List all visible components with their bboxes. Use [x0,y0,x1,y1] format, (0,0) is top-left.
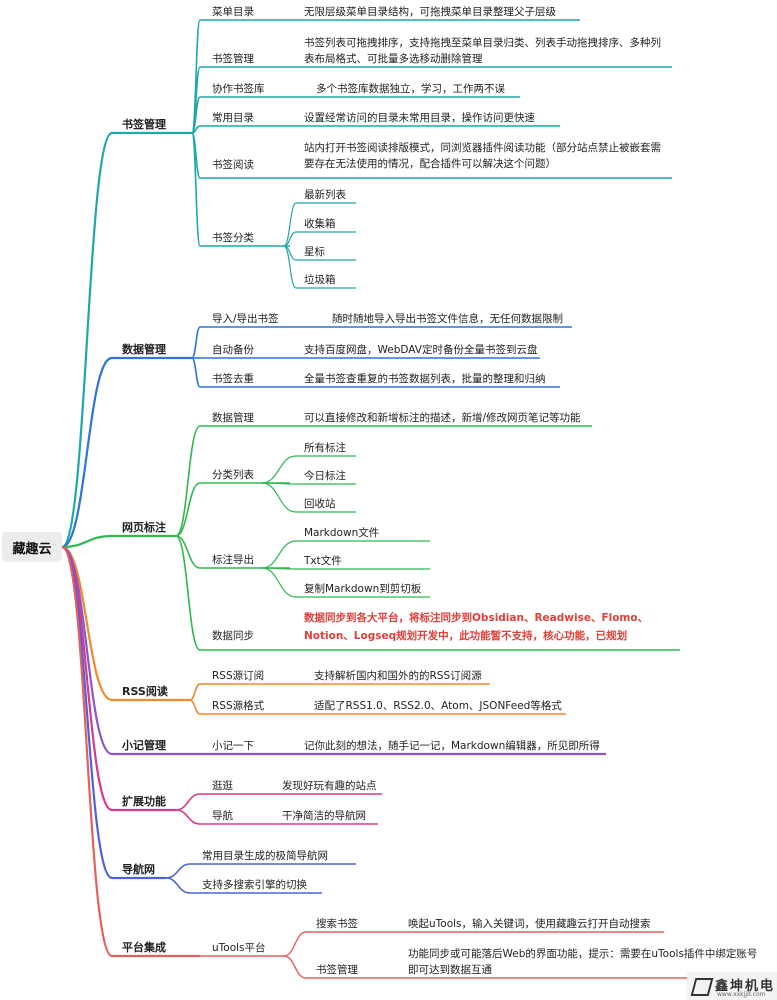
desc-browse: 发现好玩有趣的站点 [282,780,377,792]
root-node[interactable]: 藏趣云 [2,532,62,562]
section-data-management[interactable]: 数据管理 [122,343,166,356]
connector-41 [261,482,297,513]
node-auto-backup[interactable]: 自动备份 [212,344,254,356]
node-collab-library[interactable]: 协作书签库 [212,83,265,95]
node-navigation[interactable]: 导航 [212,810,233,822]
node-annotation-export[interactable]: 标注导出 [212,554,254,566]
node-utools-platform[interactable]: uTools平台 [212,942,266,954]
node-utools-search[interactable]: 搜索书签 [316,918,358,930]
desc-utools-bookmarks-line2: 即可达到数据互通 [408,964,492,976]
connector-13 [283,202,297,247]
connector-root-nav [61,545,113,880]
section-nav-site[interactable]: 导航网 [122,863,155,876]
connector-31 [175,482,201,537]
connector-root-extensions [61,545,113,812]
leaf-copy-markdown[interactable]: 复制Markdown到剪切板 [304,583,422,595]
desc-common-directory: 设置经常访问的目录未常用目录，操作访问更快速 [304,112,535,124]
node-nav-generated[interactable]: 常用目录生成的极简导航网 [202,850,328,862]
watermark: 鑫坤机电 www.xxkjjd.com [687,972,777,1000]
desc-menu-directory: 无限层级菜单目录结构，可拖拽菜单目录整理父子层级 [304,6,556,18]
desc-utools-bookmarks-line1: 功能同步或可能落后Web的界面功能，提示：需要在uTools插件中绑定账号 [408,948,758,960]
section-web-annotation[interactable]: 网页标注 [122,521,166,534]
node-annotation-data[interactable]: 数据管理 [212,412,254,424]
connector-63 [165,877,191,894]
desc-import-export: 随时随地导入导出书签文件信息，无任何数据限制 [332,313,563,325]
connector-19 [283,245,297,289]
node-common-directory[interactable]: 常用目录 [212,112,254,124]
node-import-export[interactable]: 导入/导出书签 [212,313,279,325]
node-utools-bookmarks[interactable]: 书签管理 [316,964,358,976]
connector-43 [261,540,297,569]
connector-67 [283,931,307,957]
desc-quick-note: 记你此刻的想法，随手记一记，Markdown编辑器，所见即所得 [304,740,600,752]
node-quick-note[interactable]: 小记一下 [212,740,254,752]
node-rss-format[interactable]: RSS源格式 [212,700,265,712]
section-rss-reading[interactable]: RSS阅读 [122,685,168,698]
leaf-latest-list[interactable]: 最新列表 [304,189,346,201]
node-data-sync[interactable]: 数据同步 [212,630,254,642]
leaf-recycle-bin[interactable]: 回收站 [304,498,336,510]
connector-61 [165,863,191,879]
connector-root-data [61,356,113,549]
watermark-title: 鑫坤机电 [715,979,776,994]
connector-root-platform [61,545,113,958]
connector-69 [283,955,307,979]
connector-root-annotation [61,534,113,549]
desc-data-sync-line1: 数据同步到各大平台，将标注同步到Obsidian、Readwise、Flomo、 [304,612,649,624]
desc-dedupe: 全量书签查重复的书签数据列表，批量的整理和归纳 [304,373,546,385]
connector-58 [175,809,201,825]
node-bookmark-category[interactable]: 书签分类 [212,232,254,244]
connector-50 [189,683,201,701]
node-dedupe[interactable]: 书签去重 [212,373,254,385]
node-multi-engine[interactable]: 支持多搜索引擎的切换 [202,879,307,891]
connector-root-bookmarks [60,131,114,549]
desc-bookmark-reading-line2: 要存在无法使用的情况，配合插件可以解决这个问题） [304,158,556,170]
node-rss-subscribe[interactable]: RSS源订阅 [212,670,265,682]
desc-auto-backup: 支持百度网盘，WebDAV定时备份全量书签到云盘 [304,344,538,356]
connector-26 [191,357,201,388]
section-platform-integration[interactable]: 平台集成 [122,941,166,954]
leaf-all-annotations[interactable]: 所有标注 [304,442,346,454]
connector-11 [191,132,201,247]
connector-29 [175,425,201,537]
node-menu-directory[interactable]: 菜单目录 [212,6,254,18]
connector-35 [175,535,201,651]
node-bookmark-reading[interactable]: 书签阅读 [212,159,254,171]
desc-rss-subscribe: 支持解析国内和国外的的RSS订阅源 [314,670,482,682]
desc-navigation: 干净简洁的导航网 [282,810,366,822]
leaf-txt-file[interactable]: Txt文件 [304,555,342,567]
connector-52 [189,699,201,715]
section-notes[interactable]: 小记管理 [122,739,166,752]
node-bookmark-manage[interactable]: 书签管理 [212,53,254,65]
desc-utools-search: 唤起uTools，输入关键词，使用藏趣云打开自动搜索 [408,918,651,930]
node-browse[interactable]: 逛逛 [212,780,233,792]
desc-collab-library: 多个书签库数据独立，学习，工作两不误 [316,83,505,95]
desc-data-sync-line2: Notion、Logseq规划开发中，此功能暂不支持，核心功能，已规划 [304,630,628,642]
leaf-markdown-file[interactable]: Markdown文件 [304,527,380,539]
watermark-logo-icon [690,978,714,996]
connector-15 [283,231,297,247]
connector-22 [191,326,201,359]
section-bookmark-management[interactable]: 书签管理 [122,118,166,131]
section-extensions[interactable]: 扩展功能 [122,795,166,808]
desc-bookmark-manage-line1: 书签列表可拖拽排序，支持拖拽至菜单目录归类、列表手动拖拽排序、多种列 [304,37,661,49]
connector-56 [175,793,201,811]
watermark-url: www.xxkjjd.com [717,991,766,998]
leaf-trash[interactable]: 垃圾箱 [304,274,336,286]
node-category-list[interactable]: 分类列表 [212,469,254,481]
connector-47 [261,567,297,598]
desc-rss-format: 适配了RSS1.0、RSS2.0、Atom、JSONFeed等格式 [314,700,562,712]
desc-bookmark-reading-line1: 站内打开书签阅读排版模式，同浏览器插件阅读功能（部分站点禁止被嵌套需 [304,142,661,154]
desc-bookmark-manage-line2: 表布局格式、可批量多选移动删除管理 [304,53,483,65]
desc-annotation-data: 可以直接修改和新增标注的描述，新增/修改网页笔记等功能 [304,412,581,424]
connector-37 [261,455,297,484]
leaf-starred[interactable]: 星标 [304,246,325,258]
leaf-inbox[interactable]: 收集箱 [304,218,336,230]
leaf-today-annotations[interactable]: 今日标注 [304,470,346,482]
